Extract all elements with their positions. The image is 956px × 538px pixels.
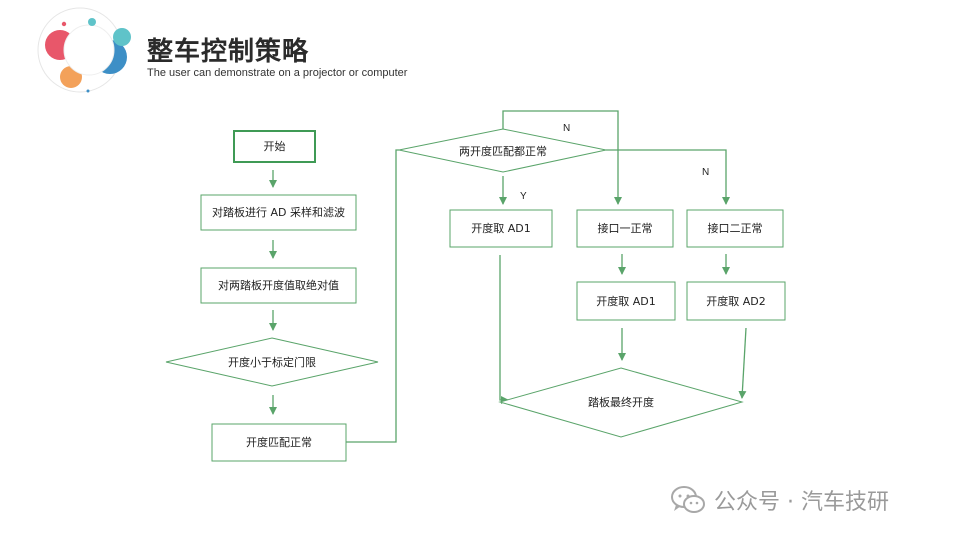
node-final-opening-label: 踏板最终开度 bbox=[588, 395, 654, 409]
node-match-ok bbox=[211, 423, 347, 462]
edge-label-y: Y bbox=[520, 191, 527, 202]
watermark: 公众号 · 汽车技研 bbox=[670, 484, 889, 516]
watermark-text: 公众号 · 汽车技研 bbox=[714, 490, 889, 515]
edge-both-right bbox=[606, 149, 730, 205]
deco-dot-teal bbox=[88, 18, 96, 26]
node-if2-ok-label: 接口二正常 bbox=[708, 222, 763, 235]
node-take-ad1-label: 开度取 AD1 bbox=[596, 294, 656, 308]
node-take-ad2 bbox=[686, 281, 786, 321]
edge-match-to-both bbox=[346, 149, 399, 443]
edge-ad1main-to-final bbox=[499, 255, 509, 404]
node-ad-sample bbox=[200, 194, 357, 231]
node-start bbox=[233, 130, 316, 163]
deco-dot-small bbox=[61, 21, 67, 27]
page-title: 整车控制策略 bbox=[147, 37, 310, 67]
node-abs-value-label: 对两踏板开度值取绝对值 bbox=[218, 278, 339, 292]
node-take-ad1 bbox=[576, 281, 676, 321]
node-threshold-decision bbox=[165, 337, 379, 387]
node-if1-ok-label: 接口一正常 bbox=[598, 222, 653, 235]
edge-label-n-right: N bbox=[702, 167, 709, 178]
node-final-opening bbox=[498, 367, 744, 438]
edge-label-n-top: N bbox=[563, 123, 570, 134]
edge-ad2-to-final bbox=[738, 327, 747, 399]
node-take-ad1-main bbox=[449, 209, 553, 248]
deco-dot-tiny bbox=[86, 89, 90, 93]
header-decoration bbox=[37, 7, 131, 93]
wechat-icon bbox=[671, 486, 705, 513]
node-take-ad1-main-label: 开度取 AD1 bbox=[471, 221, 531, 235]
node-if2-ok bbox=[686, 209, 784, 248]
node-match-ok-label: 开度匹配正常 bbox=[246, 435, 312, 449]
node-both-ok-decision bbox=[398, 128, 607, 173]
node-abs-value bbox=[200, 267, 357, 304]
page-subtitle: The user can demonstrate on a projector … bbox=[147, 67, 408, 79]
node-if1-ok bbox=[576, 209, 674, 248]
node-threshold-label: 开度小于标定门限 bbox=[228, 355, 316, 369]
node-ad-sample-label: 对踏板进行 AD 采样和滤波 bbox=[212, 205, 345, 219]
deco-circle-white bbox=[63, 24, 115, 76]
edge-both-n-loop bbox=[502, 110, 622, 205]
node-both-ok-label: 两开度匹配都正常 bbox=[459, 144, 547, 158]
node-take-ad2-label: 开度取 AD2 bbox=[706, 294, 766, 308]
node-start-label: 开始 bbox=[264, 139, 286, 153]
deco-circle-teal bbox=[113, 28, 131, 46]
